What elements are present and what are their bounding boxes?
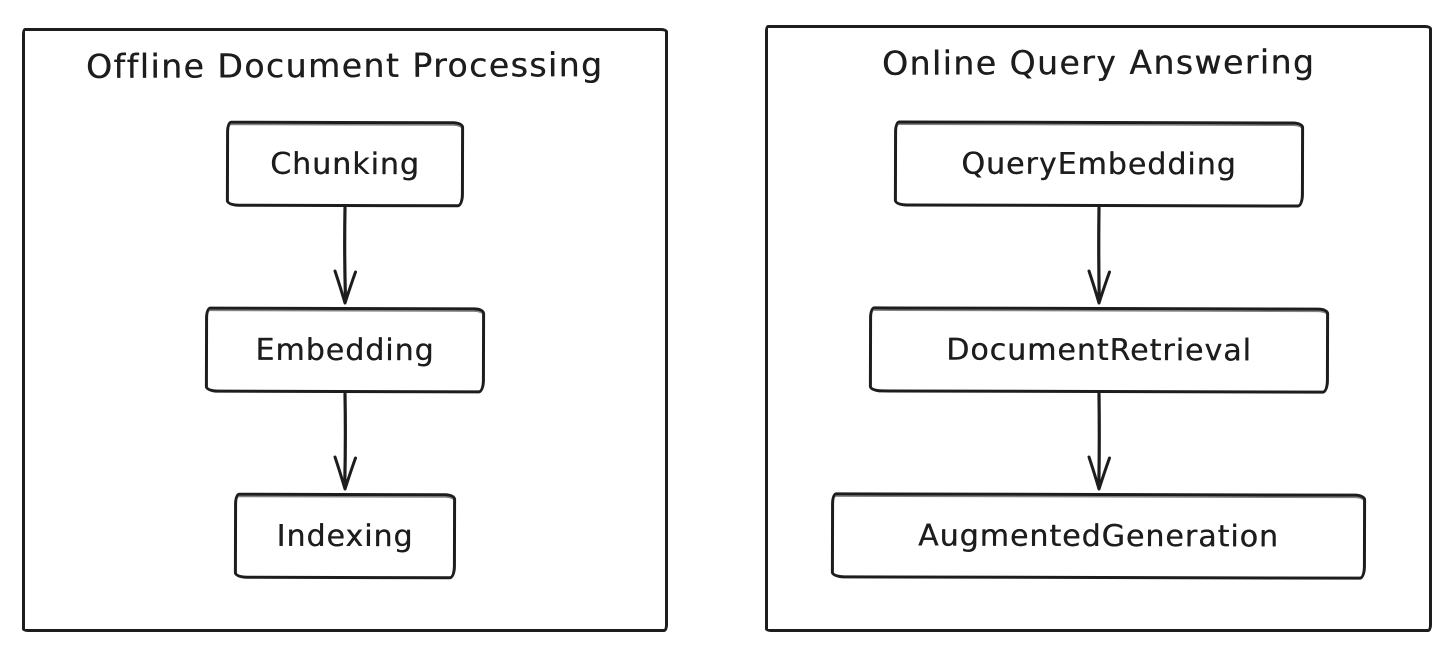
flow-offline: Chunking Embedding Indexing [204, 120, 486, 580]
node-label: AugmentedGeneration [918, 518, 1279, 554]
node-label: DocumentRetrieval [945, 332, 1252, 368]
node-document-retrieval: DocumentRetrieval [868, 306, 1329, 394]
node-label: Embedding [255, 332, 435, 368]
node-embedding: Embedding [204, 306, 486, 394]
flow-online: QueryEmbedding DocumentRetrieval Augment… [830, 120, 1367, 580]
panel-title: Offline Document Processing [86, 45, 604, 86]
node-label: Chunking [270, 146, 420, 182]
node-chunking: Chunking [225, 120, 465, 208]
panel-offline-document-processing: Offline Document Processing Chunking Emb… [22, 28, 668, 632]
node-label: QueryEmbedding [960, 146, 1237, 182]
node-label: Indexing [276, 518, 414, 554]
node-query-embedding: QueryEmbedding [893, 120, 1304, 208]
down-arrow-icon [1077, 393, 1121, 493]
down-arrow-icon [323, 393, 367, 493]
node-augmented-generation: AugmentedGeneration [830, 492, 1367, 580]
panel-online-query-answering: Online Query Answering QueryEmbedding Do… [765, 25, 1432, 632]
panel-title: Online Query Answering [881, 42, 1316, 83]
node-indexing: Indexing [233, 492, 457, 580]
down-arrow-icon [1077, 207, 1121, 307]
down-arrow-icon [323, 207, 367, 307]
